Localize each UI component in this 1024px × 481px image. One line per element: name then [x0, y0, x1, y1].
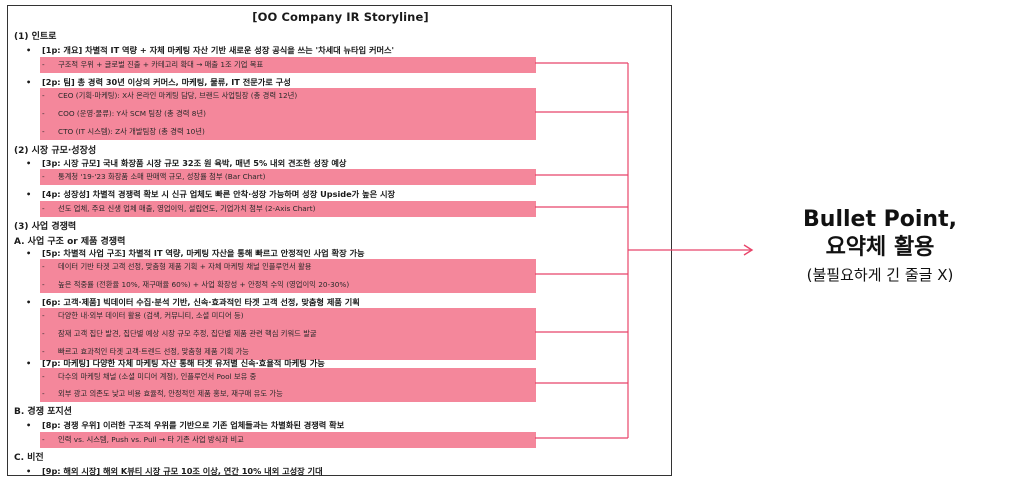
bullet-item: •[2p: 팀] 총 경력 30년 이상의 커머스, 마케팅, 물류, IT 전…: [26, 77, 291, 87]
document-title: [OO Company IR Storyline]: [252, 10, 429, 24]
sub-item: -데이터 기반 타겟 고객 선정, 맞춤형 제품 기획 + 자체 마케팅 채널 …: [42, 262, 312, 271]
sub-item: -빠르고 효과적인 타겟 고객·트렌드 선정, 맞춤형 제품 기획 가능: [42, 347, 250, 356]
callout-line-2: 요약체 활용: [825, 235, 935, 260]
bullet-item: •[9p: 해외 시장] 해외 K뷰티 시장 규모 10조 이상, 연간 10%…: [26, 466, 323, 476]
section-subheading-structure: A. 사업 구조 or 제품 경쟁력: [14, 237, 126, 247]
bullet-item: •[3p: 시장 규모] 국내 화장품 시장 규모 32조 원 육박, 매년 5…: [26, 158, 347, 168]
sub-item: -CEO (기획·마케팅): X사 온라인 마케팅 담당, 브랜드 사업팀장 (…: [42, 91, 298, 100]
sub-item: -통계청 '19-'23 화장품 소매 판매액 규모, 성장률 첨부 (Bar …: [42, 172, 266, 181]
bullet-item: •[4p: 성장성] 차별적 경쟁력 확보 시 신규 업체도 빠른 안착·성장 …: [26, 189, 396, 199]
section-subheading-position: B. 경쟁 포지션: [14, 407, 72, 417]
callout-line-3: (불필요하게 긴 줄글 X): [806, 266, 954, 284]
sub-item: -다양한 내·외부 데이터 활용 (검색, 커뮤니티, 소셜 미디어 등): [42, 311, 244, 320]
highlight-box: [40, 57, 536, 73]
section-heading-competitiveness: (3) 사업 경쟁력: [14, 222, 77, 232]
highlight-box: [40, 432, 536, 448]
highlight-box: [40, 308, 536, 360]
bullet-item: •[6p: 고객·제품] 빅데이터 수집·분석 기반, 신속·효과적인 타겟 고…: [26, 297, 360, 307]
sub-item: -잠재 고객 집단 발견, 집단별 예상 시장 규모 추정, 집단별 제품 관련…: [42, 329, 317, 338]
sub-item: -인력 vs. 시스템, Push vs. Pull → 타 기존 사업 방식과…: [42, 435, 244, 444]
section-subheading-vision: C. 비전: [14, 453, 44, 463]
section-heading-market: (2) 시장 규모·성장성: [14, 146, 97, 156]
callout-text: Bullet Point, 요약체 활용 (불필요하게 긴 줄글 X): [770, 206, 990, 286]
section-heading-intro: (1) 인트로: [14, 32, 57, 42]
ir-storyline-document: [OO Company IR Storyline] (1) 인트로 (2) 시장…: [7, 5, 672, 476]
highlight-box: [40, 88, 536, 140]
callout-line-1: Bullet Point,: [803, 207, 957, 232]
sub-item: -높은 적중률 (전환율 10%, 재구매율 60%) + 사업 확장성 + 안…: [42, 280, 350, 289]
highlight-box: [40, 259, 536, 293]
bullet-item: •[1p: 개요] 차별적 IT 역량 + 자체 마케팅 자산 기반 새로운 성…: [26, 45, 395, 55]
highlight-box: [40, 169, 536, 185]
sub-item: -구조적 우위 + 글로벌 진출 + 카테고리 확대 → 매출 1조 기업 목표: [42, 60, 264, 69]
bullet-item: •[7p: 마케팅] 다양한 자체 마케팅 자산 통해 타겟 유저별 신속·효율…: [26, 358, 325, 368]
bullet-item: •[8p: 경쟁 우위] 이러한 구조적 우위를 기반으로 기존 업체들과는 차…: [26, 420, 345, 430]
arrow-icon: [743, 244, 754, 256]
sub-item: -선도 업체, 주요 신생 업체 매출, 영업이익, 설립연도, 기업가치 첨부…: [42, 204, 316, 213]
highlight-box: [40, 201, 536, 217]
highlight-box: [40, 368, 536, 402]
sub-item: -외부 광고 의존도 낮고 비용 효율적, 안정적인 제품 홍보, 재구매 유도…: [42, 389, 283, 398]
sub-item: -COO (운영·물류): Y사 SCM 팀장 (총 경력 8년): [42, 109, 206, 118]
bullet-item: •[5p: 차별적 사업 구조] 차별적 IT 역량, 마케팅 자산을 통해 빠…: [26, 248, 365, 258]
sub-item: -CTO (IT 시스템): Z사 개발팀장 (총 경력 10년): [42, 127, 205, 136]
sub-item: -다수의 마케팅 채널 (소셜 미디어 계정), 인플루언서 Pool 보유 중: [42, 372, 257, 381]
